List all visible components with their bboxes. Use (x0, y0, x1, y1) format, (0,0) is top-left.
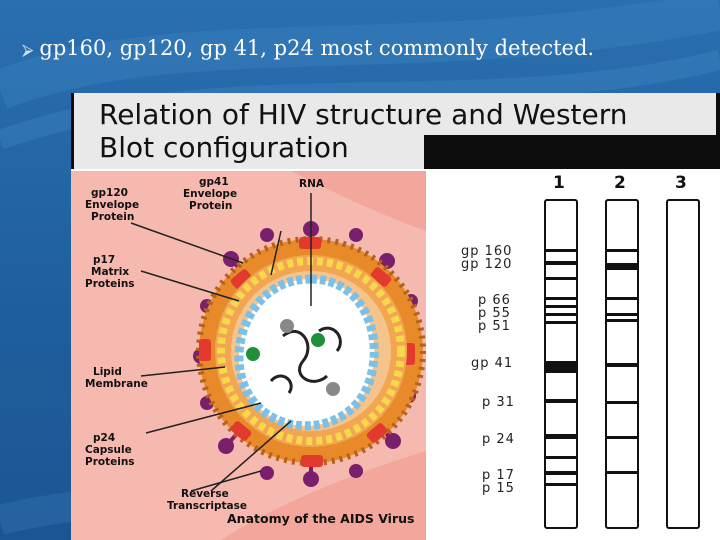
virus-caption: Anatomy of the AIDS Virus (227, 511, 414, 526)
figure-title-line2: Blot configuration (99, 131, 349, 164)
hiv-western-blot-figure: Relation of HIV structure and Western Bl… (71, 93, 720, 540)
band-label-gp41: gp 41 (471, 356, 514, 371)
figure-title-line1: Relation of HIV structure and Western (99, 98, 628, 131)
bullet-point: ⮚ gp160, gp120, gp 41, p24 most commonly … (22, 30, 702, 66)
blot-strip-2 (605, 199, 639, 529)
label-rna: RNA (299, 178, 325, 190)
band-label-gp120: gp 120 (461, 257, 513, 272)
blot-strip-3 (666, 199, 700, 529)
figure-title-band: Relation of HIV structure and Western Bl… (71, 93, 720, 169)
lane-number-1: 1 (553, 173, 565, 193)
band-label-gp160: gp 160 (461, 244, 513, 259)
lane-number-3: 3 (675, 173, 687, 193)
band-label-p24: p 24 (482, 432, 515, 447)
band-label-p51: p 51 (478, 319, 511, 334)
bullet-text: gp160, gp120, gp 41, p24 most commonly d… (39, 36, 595, 60)
blot-strip-1 (544, 199, 578, 529)
figure-title: Relation of HIV structure and Western Bl… (99, 98, 719, 164)
band-label-p55: p 55 (478, 306, 511, 321)
band-label-p17: p 17 (482, 468, 515, 483)
bullet-arrow-icon: ⮚ (22, 40, 34, 59)
band-label-p15: p 15 (482, 481, 515, 496)
lane-number-2: 2 (614, 173, 626, 193)
western-blot: 1 2 3 gp 160 gp 120 p 66 p 55 p 51 gp 41… (426, 171, 720, 540)
band-label-p31: p 31 (482, 395, 515, 410)
band-label-p66: p 66 (478, 293, 511, 308)
